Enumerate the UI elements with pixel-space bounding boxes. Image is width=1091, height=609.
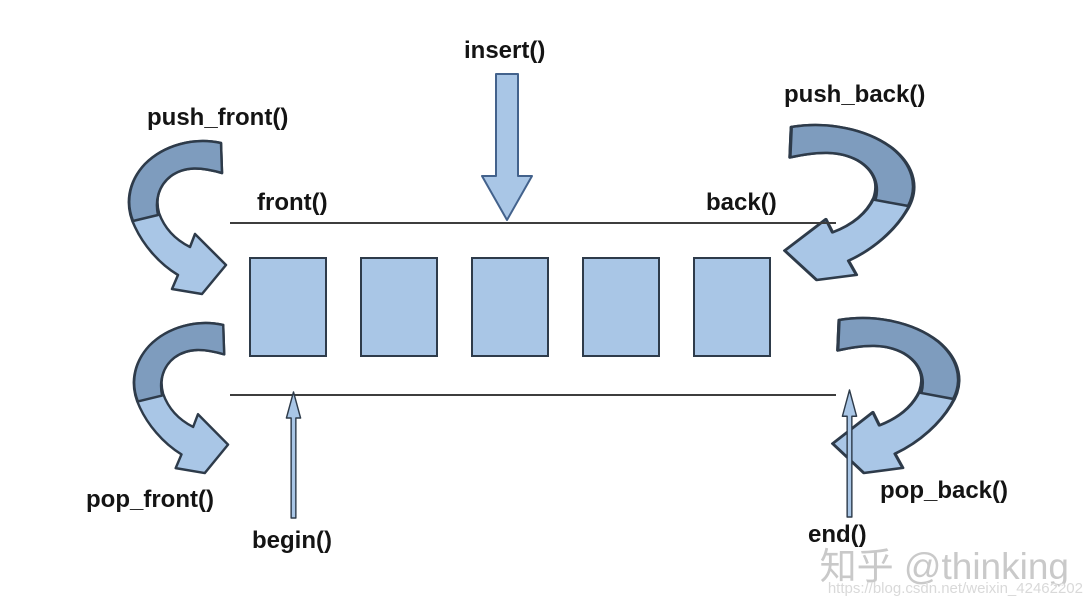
insert-label: insert() <box>464 37 546 64</box>
watermark-url: https://blog.csdn.net/weixin_42462202 <box>827 580 1083 597</box>
deque-element <box>582 257 660 357</box>
pop-front-label: pop_front() <box>86 486 214 513</box>
deque-elements <box>249 257 771 357</box>
deque-element <box>249 257 327 357</box>
front-label: front() <box>257 189 328 216</box>
push-front-curved-arrow-icon <box>127 139 228 296</box>
end-thin-arrow-up-icon <box>841 389 858 518</box>
watermark-signature: 知乎 @thinking <box>819 546 1069 587</box>
deque-element <box>471 257 549 357</box>
deque-element <box>693 257 771 357</box>
pop-front-curved-arrow-icon <box>132 321 230 475</box>
deque-element <box>360 257 438 357</box>
end-label: end() <box>808 521 867 548</box>
push-back-label: push_back() <box>784 81 926 108</box>
bottom-rail-line <box>230 394 836 396</box>
begin-thin-arrow-up-icon <box>285 391 302 519</box>
pop-back-label: pop_back() <box>880 477 1009 504</box>
back-label: back() <box>706 189 777 216</box>
top-rail-line <box>230 222 836 224</box>
begin-label: begin() <box>252 527 332 554</box>
insert-block-arrow-down-icon <box>481 73 533 221</box>
push-back-curved-arrow-icon <box>782 123 916 282</box>
push-front-label: push_front() <box>147 104 289 131</box>
